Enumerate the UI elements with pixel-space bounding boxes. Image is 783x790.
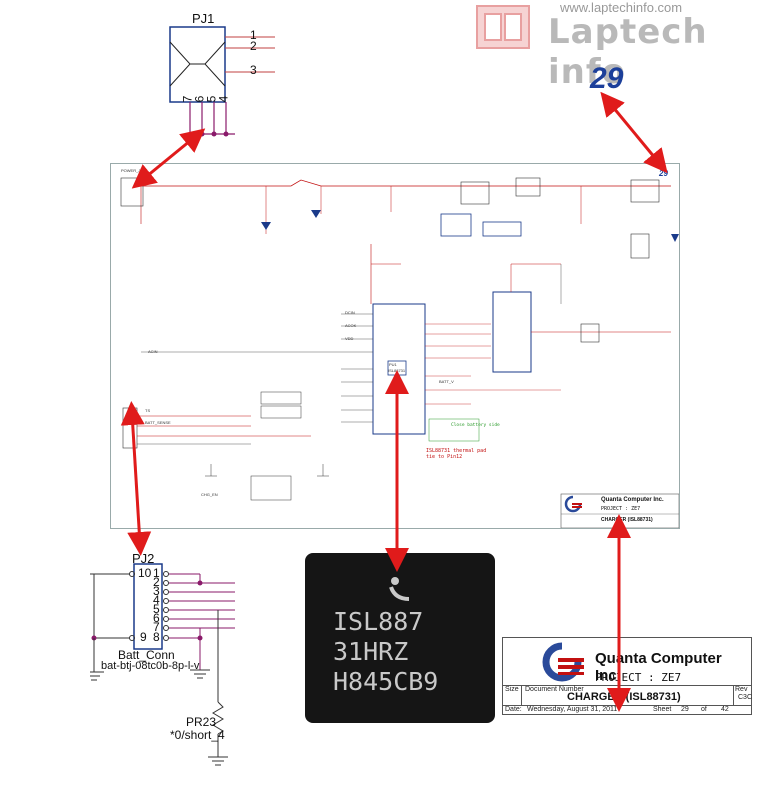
schematic-page-num: 29 bbox=[659, 169, 668, 178]
schematic-label-power-jk: POWER_JK bbox=[121, 168, 144, 173]
schematic-chip-part: ISL88731 bbox=[388, 368, 406, 373]
pj1-pin-1: 1 bbox=[250, 28, 257, 42]
schematic-label-ts: TS bbox=[145, 408, 151, 413]
watermark-url: www.laptechinfo.com bbox=[560, 0, 683, 15]
tb-project: PROJECT : ZE7 bbox=[595, 671, 682, 684]
tb-total: 42 bbox=[721, 706, 729, 713]
pj1-pin-4: 4 bbox=[216, 95, 231, 103]
pr23-value: *0/short_4 bbox=[170, 728, 225, 742]
schematic-label-vdd: VDD bbox=[345, 336, 354, 341]
tb-divider-v2 bbox=[733, 685, 734, 705]
pj2-pin-2: 2 bbox=[153, 575, 160, 589]
pj2-pin-3: 3 bbox=[153, 584, 160, 598]
tb-size-label: Size bbox=[505, 686, 519, 693]
tb-sheet: 29 bbox=[681, 706, 689, 713]
thermal-note-line-2: tie to Pin12 bbox=[426, 454, 463, 460]
pj2-name: Batt_Conn bbox=[118, 648, 175, 662]
pj2-part: bat-btj-08tc0b-8p-l-v bbox=[101, 660, 200, 672]
tb-of-label: of bbox=[701, 706, 707, 713]
page-number: 29 bbox=[590, 62, 624, 95]
tb-divider-v1 bbox=[521, 685, 522, 705]
watermark-logo bbox=[475, 4, 535, 50]
tb-docnum-label: Document Number bbox=[525, 686, 584, 693]
schematic-label-batt-v: BATT_V bbox=[439, 379, 454, 384]
schematic-label-acok: ACOK bbox=[345, 323, 357, 328]
battery-note: Close battery side bbox=[451, 423, 500, 428]
intersil-logo-icon bbox=[389, 577, 410, 601]
schematic-label-acin: ACIN bbox=[148, 349, 158, 354]
pj1-pin-3: 3 bbox=[250, 63, 257, 77]
chip-photo: ISL887 31HRZ H845CB9 bbox=[305, 553, 495, 723]
pr23-ref: PR23 bbox=[186, 715, 217, 729]
schematic-label-dcin: DCIN bbox=[345, 310, 355, 315]
pj2-pin-1: 1 bbox=[153, 566, 160, 580]
tb-date-label: Date: bbox=[505, 706, 522, 713]
chip-marking-line-1: ISL887 bbox=[333, 607, 424, 636]
tb-rev: C3C bbox=[738, 694, 753, 701]
pj2-pin-6: 6 bbox=[153, 611, 160, 625]
schematic-chip-ref: PU1 bbox=[389, 362, 397, 367]
pj1-connector-symbol bbox=[169, 26, 275, 137]
watermark-brand: Laptech info bbox=[548, 12, 708, 92]
title-block: Quanta Computer Inc. PROJECT : ZE7 Size … bbox=[502, 637, 752, 715]
tb-doc-title: CHARGER (ISL88731) bbox=[567, 691, 681, 703]
pj2-connector-symbol bbox=[90, 563, 235, 766]
quanta-logo-small-icon bbox=[564, 495, 582, 513]
chip-marking-line-3: H845CB9 bbox=[333, 667, 439, 696]
pj2-pin-9: 9 bbox=[140, 630, 147, 644]
pj1-title: PJ1 bbox=[192, 11, 215, 26]
arrow-page-number bbox=[600, 91, 668, 174]
small-tb-doc: CHARGER (ISL88731) bbox=[601, 517, 653, 523]
pj2-pin-10: 10 bbox=[138, 566, 152, 580]
tb-rev-label: Rev bbox=[735, 686, 748, 693]
tb-date: Wednesday, August 31, 2011 bbox=[527, 706, 618, 713]
laptech-logo-icon bbox=[476, 5, 530, 49]
small-tb-project: PROJECT : ZE7 bbox=[601, 506, 641, 512]
pj2-pin-7: 7 bbox=[153, 620, 160, 634]
schematic-drawing bbox=[120, 177, 680, 529]
tb-sheet-label: Sheet bbox=[653, 706, 672, 713]
schematic-sheet: 29 PU1 ISL88731 POWER_JK ACIN DCIN ACOK … bbox=[110, 163, 680, 529]
pj2-pin-8: 8 bbox=[153, 630, 160, 644]
pj1-pin-2: 2 bbox=[250, 39, 257, 53]
pj2-pin-5: 5 bbox=[153, 602, 160, 616]
schematic-label-batt-sense: BATT_SENSE bbox=[145, 420, 171, 425]
chip-marking-line-2: 31HRZ bbox=[333, 637, 409, 666]
pj2-pin-4: 4 bbox=[153, 593, 160, 607]
schematic-label-chg-en: CHG_EN bbox=[201, 492, 218, 497]
quanta-logo-icon bbox=[542, 642, 584, 682]
small-tb-company: Quanta Computer Inc. bbox=[601, 497, 664, 503]
thermal-note-line-1: ISL88731 thermal pad bbox=[426, 448, 487, 454]
